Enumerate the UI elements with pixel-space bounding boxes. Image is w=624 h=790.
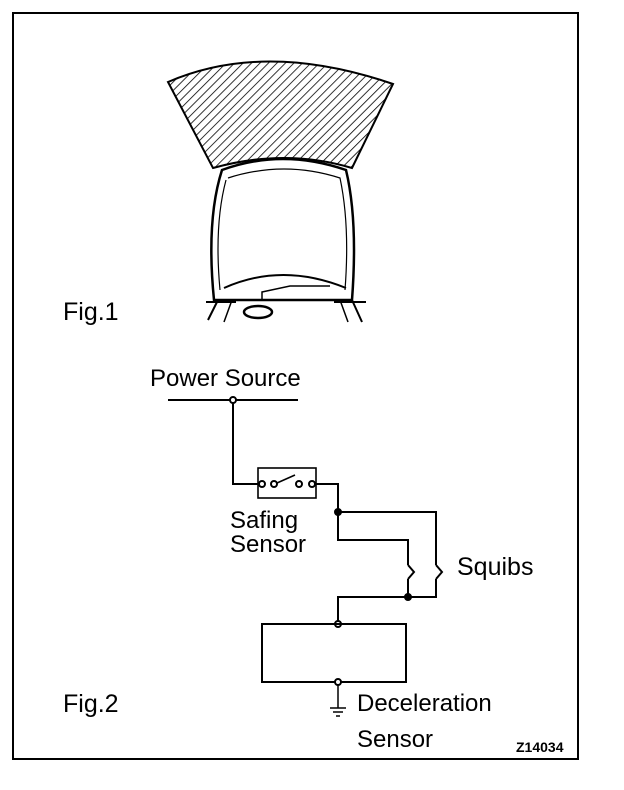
safing-sensor-box [257, 467, 317, 499]
fig2-label: Fig.2 [63, 690, 119, 718]
wiring-schematic [168, 396, 444, 717]
figure-code: Z14034 [516, 739, 564, 755]
steering-pad-inner-line [227, 168, 348, 291]
power-source-label: Power Source [150, 365, 301, 392]
deceleration-sensor-box [261, 623, 407, 683]
squib-left [407, 564, 416, 580]
airbag-illustration [166, 60, 395, 323]
squibs-label: Squibs [457, 553, 534, 581]
deceleration-sensor-label: Deceleration Sensor [357, 690, 492, 753]
ground-icon [330, 707, 346, 717]
safing-sensor-label: Safing Sensor [230, 507, 307, 558]
inflator [242, 304, 274, 320]
steering-pad-housing [210, 157, 356, 302]
deployed-airbag-hatched [166, 60, 395, 170]
squib-right [435, 564, 444, 580]
fig1-label: Fig.1 [63, 298, 119, 326]
pad-base [223, 274, 347, 289]
